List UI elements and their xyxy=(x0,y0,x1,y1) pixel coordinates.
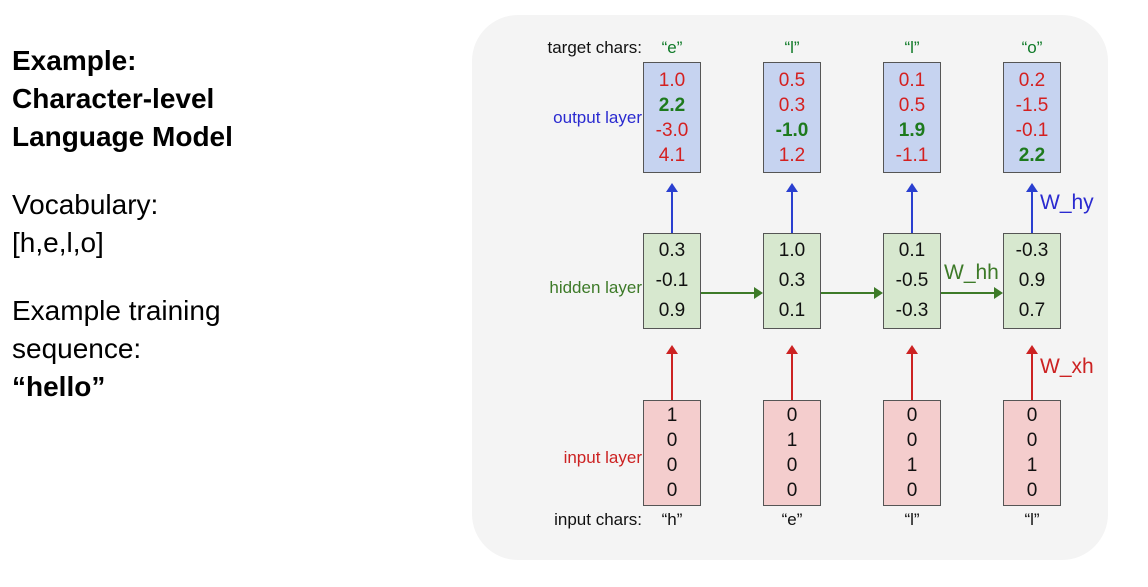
output-cell-0: 1.0 2.2 -3.0 4.1 xyxy=(643,62,701,173)
output-cell-1: 0.5 0.3 -1.0 1.2 xyxy=(763,62,821,173)
input-value: 0 xyxy=(666,480,678,501)
output-value: 0.3 xyxy=(778,94,806,116)
hidden-value: -0.1 xyxy=(655,270,689,291)
input-value: 1 xyxy=(786,430,798,451)
arrow-hidden-recurrent-0 xyxy=(701,287,763,299)
input-value: 1 xyxy=(666,405,678,426)
output-value: -1.1 xyxy=(895,144,929,166)
arrow-hidden-to-output-0 xyxy=(665,183,679,233)
hidden-value: 0.7 xyxy=(1018,300,1046,321)
input-value: 0 xyxy=(1026,480,1038,501)
input-value: 0 xyxy=(1026,405,1038,426)
output-value: 1.9 xyxy=(898,119,926,141)
arrow-hidden-to-output-2 xyxy=(905,183,919,233)
target-char-1: “l” xyxy=(784,38,800,57)
output-value: -1.5 xyxy=(1015,94,1049,116)
description-line: [h,e,l,o] xyxy=(12,227,104,258)
hidden-cell-0: 0.3 -0.1 0.9 xyxy=(643,233,701,329)
description-line: Example: xyxy=(12,45,137,76)
description-line: Character-level xyxy=(12,83,215,114)
output-value: 0.2 xyxy=(1018,69,1046,91)
hidden-value: 0.3 xyxy=(778,270,806,291)
input-value: 1 xyxy=(1026,455,1038,476)
label-input-chars: input chars: xyxy=(554,510,642,529)
output-value: 2.2 xyxy=(658,94,686,116)
weight-label-w-hy: W_hy xyxy=(1040,191,1094,214)
arrow-input-to-hidden-0 xyxy=(665,345,679,400)
hidden-value: 0.1 xyxy=(898,240,926,261)
input-char-2: “l” xyxy=(904,510,920,529)
hidden-value: 0.9 xyxy=(658,300,686,321)
hidden-value: -0.3 xyxy=(895,300,929,321)
output-value: 0.1 xyxy=(898,69,926,91)
hidden-value: -0.3 xyxy=(1015,240,1049,261)
target-char-2: “l” xyxy=(904,38,920,57)
arrow-hidden-to-output-3 xyxy=(1025,183,1039,233)
output-value: 4.1 xyxy=(658,144,686,166)
hidden-value: 0.1 xyxy=(778,300,806,321)
output-value: 0.5 xyxy=(898,94,926,116)
input-value: 0 xyxy=(906,430,918,451)
input-cell-0: 1 0 0 0 xyxy=(643,400,701,506)
input-value: 0 xyxy=(906,405,918,426)
input-value: 0 xyxy=(906,480,918,501)
input-char-1: “e” xyxy=(781,510,803,529)
arrow-input-to-hidden-3 xyxy=(1025,345,1039,400)
input-value: 0 xyxy=(666,430,678,451)
arrow-hidden-to-output-1 xyxy=(785,183,799,233)
arrow-hidden-recurrent-2 xyxy=(941,287,1003,299)
input-cell-2: 0 0 1 0 xyxy=(883,400,941,506)
arrow-input-to-hidden-1 xyxy=(785,345,799,400)
output-cell-2: 0.1 0.5 1.9 -1.1 xyxy=(883,62,941,173)
output-value: -0.1 xyxy=(1015,119,1049,141)
input-value: 1 xyxy=(906,455,918,476)
hidden-value: -0.5 xyxy=(895,270,929,291)
hidden-value: 0.3 xyxy=(658,240,686,261)
input-char-0: “h” xyxy=(661,510,683,529)
output-value: 1.0 xyxy=(658,69,686,91)
label-target-chars: target chars: xyxy=(547,38,643,57)
input-value: 0 xyxy=(786,405,798,426)
target-char-3: “o” xyxy=(1021,38,1043,57)
description-line: sequence: xyxy=(12,333,142,364)
label-hidden-layer: hidden layer xyxy=(549,278,642,297)
weight-label-w-xh: W_xh xyxy=(1040,355,1094,378)
description-line: “hello” xyxy=(12,371,106,402)
hidden-cell-3: -0.3 0.9 0.7 xyxy=(1003,233,1061,329)
description-line: Language Model xyxy=(12,121,233,152)
description-line: Vocabulary: xyxy=(12,189,159,220)
rnn-diagram-panel: target chars: output layer hidden layer … xyxy=(472,15,1108,560)
hidden-value: 1.0 xyxy=(778,240,806,261)
arrow-input-to-hidden-2 xyxy=(905,345,919,400)
input-value: 0 xyxy=(666,455,678,476)
label-output-layer: output layer xyxy=(553,108,642,127)
hidden-cell-2: 0.1 -0.5 -0.3 xyxy=(883,233,941,329)
input-value: 0 xyxy=(786,455,798,476)
hidden-cell-1: 1.0 0.3 0.1 xyxy=(763,233,821,329)
output-cell-3: 0.2 -1.5 -0.1 2.2 xyxy=(1003,62,1061,173)
hidden-value: 0.9 xyxy=(1018,270,1046,291)
output-value: 0.5 xyxy=(778,69,806,91)
output-value: -1.0 xyxy=(775,119,809,141)
output-value: -3.0 xyxy=(655,119,689,141)
output-value: 2.2 xyxy=(1018,144,1046,166)
label-input-layer: input layer xyxy=(563,448,642,467)
input-char-3: “l” xyxy=(1024,510,1040,529)
description-line: Example training xyxy=(12,295,221,326)
output-value: 1.2 xyxy=(778,144,806,166)
input-value: 0 xyxy=(786,480,798,501)
input-cell-1: 0 1 0 0 xyxy=(763,400,821,506)
text-spacer xyxy=(12,262,442,292)
arrow-hidden-recurrent-1 xyxy=(821,287,883,299)
input-value: 0 xyxy=(1026,430,1038,451)
weight-label-w-hh: W_hh xyxy=(944,261,999,284)
target-char-0: “e” xyxy=(661,38,683,57)
input-cell-3: 0 0 1 0 xyxy=(1003,400,1061,506)
text-spacer xyxy=(12,156,442,186)
